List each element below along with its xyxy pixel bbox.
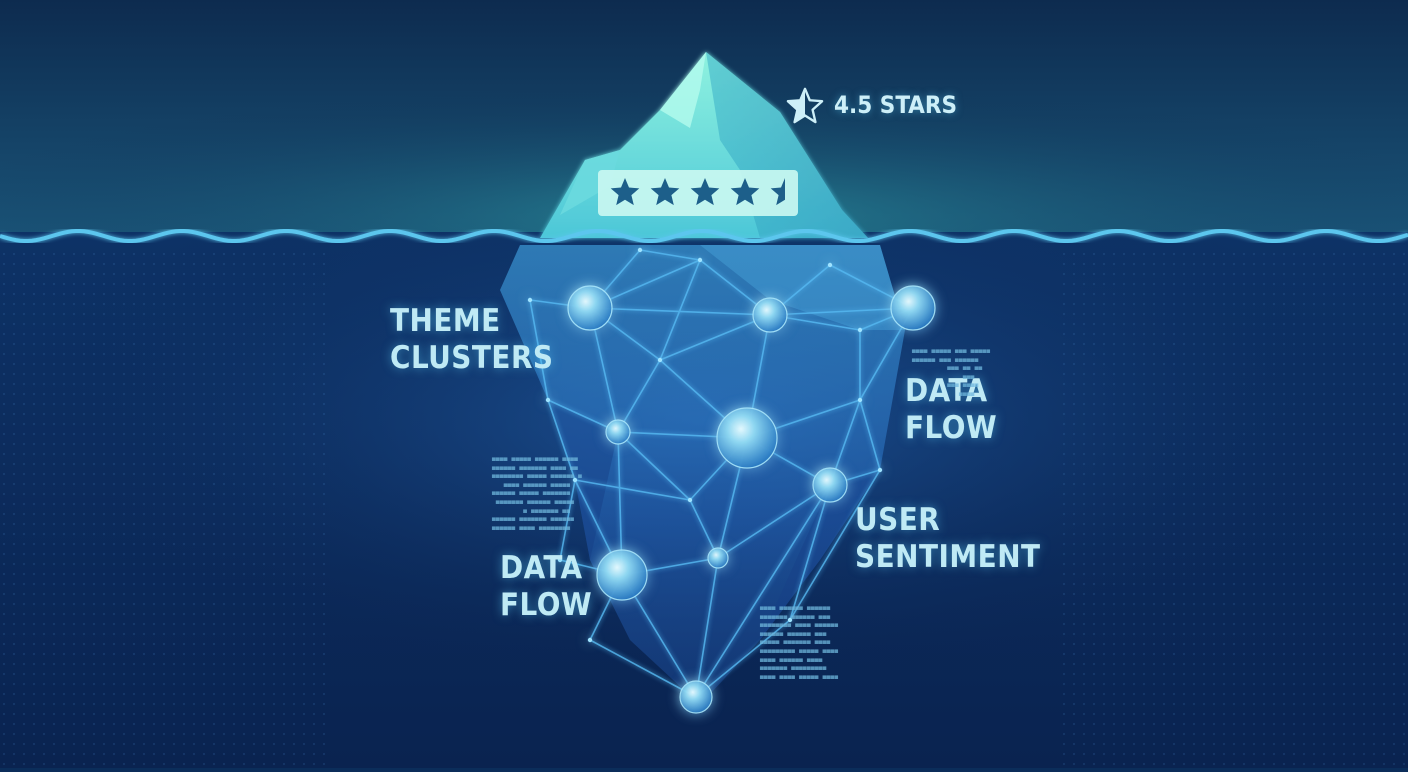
network-edge <box>574 479 691 501</box>
network-edge <box>529 299 549 401</box>
network-node <box>812 467 848 503</box>
micro-text-block-left: ▀▀▀▀ ▀▀▀▀▀ ▀▀▀▀▀▀ ▀▀▀▀ ▀▀▀▀▀▀ ▀▀▀▀▀▀▀ ▀▀… <box>492 458 582 534</box>
network-edge <box>689 499 719 559</box>
micro-text-block-bottom: ▀▀▀▀ ▀▀▀▀▀▀ ▀▀▀▀▀▀ ▀▀▀▀▀▀▀ ▀▀▀▀▀▀ ▀▀▀ ▀▀… <box>760 607 839 683</box>
network-node <box>707 547 729 569</box>
network-junction <box>827 262 833 268</box>
network-node <box>752 297 788 333</box>
network-junction <box>527 297 533 303</box>
network-edge <box>769 307 914 316</box>
network-nodes <box>527 247 936 714</box>
network-junction <box>877 467 883 473</box>
micro-text-block-right: ▀▀▀▀ ▀▀▀▀▀ ▀▀▀ ▀▀▀▀▀ ▀▀▀▀▀▀ ▀▀▀ ▀▀▀▀▀▀ ▀… <box>912 350 991 400</box>
plaque-star-3 <box>690 178 720 206</box>
network-junction <box>857 397 863 403</box>
network-junction <box>572 477 578 483</box>
network-edge <box>559 479 576 561</box>
label-data-flow-right-line-2: FLOW <box>905 410 998 446</box>
network-edge <box>547 399 619 433</box>
waterline <box>0 229 1408 243</box>
network-edge <box>717 484 831 559</box>
network-edge <box>589 639 697 698</box>
network-junction <box>857 327 863 333</box>
network-junction <box>557 557 563 563</box>
network-junction <box>787 617 793 623</box>
network-junction <box>637 247 643 253</box>
network-edge <box>789 484 831 621</box>
plaque-star-4 <box>730 178 760 206</box>
network-edge <box>859 399 881 471</box>
label-data-flow-right: DATA FLOW <box>905 373 997 447</box>
network-node <box>679 680 713 714</box>
network-node <box>567 285 613 331</box>
label-user-sentiment-line-2: SENTIMENT <box>855 539 1041 575</box>
network-edge <box>659 259 701 361</box>
label-theme-clusters-line-2: CLUSTERS <box>390 340 554 376</box>
plaque-star-5 <box>770 178 785 206</box>
network-edge <box>695 619 791 698</box>
network-node <box>890 285 936 331</box>
label-theme-clusters-line-1: THEME <box>390 303 501 339</box>
star-rating-plaque <box>598 170 798 216</box>
network-edge <box>789 469 881 621</box>
network-edge <box>659 314 771 361</box>
network-edge <box>547 399 576 481</box>
network-junction <box>587 637 593 643</box>
label-data-flow-left: DATA FLOW <box>500 550 592 624</box>
network-junction <box>657 357 663 363</box>
label-data-flow-left-line-2: FLOW <box>500 587 593 623</box>
network-edge <box>617 431 691 501</box>
network-edge <box>695 484 831 698</box>
network-node <box>596 549 648 601</box>
network-junction <box>687 497 693 503</box>
network-edge <box>695 557 719 698</box>
network-node <box>605 419 631 445</box>
network-edge <box>617 359 661 433</box>
network-junction <box>545 397 551 403</box>
network-node <box>716 407 778 469</box>
rating-caption-text: 4.5 STARS <box>834 91 958 119</box>
label-user-sentiment: USER SENTIMENT <box>855 502 1041 576</box>
label-data-flow-right-line-1: DATA <box>905 373 988 409</box>
half-star-icon <box>786 87 824 124</box>
network-junction <box>697 257 703 263</box>
label-user-sentiment-line-1: USER <box>855 502 941 538</box>
network-edge <box>639 249 701 261</box>
plaque-star-2 <box>650 178 680 206</box>
label-theme-clusters: THEME CLUSTERS <box>390 303 554 377</box>
label-data-flow-left-line-1: DATA <box>500 550 583 586</box>
plaque-star-1 <box>610 178 640 206</box>
rating-caption: 4.5 STARS <box>786 86 957 124</box>
